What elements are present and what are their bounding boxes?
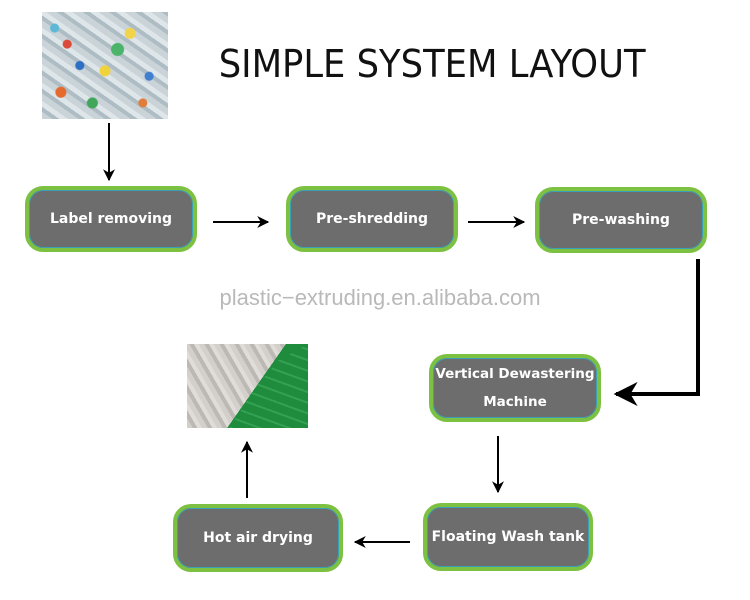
- step-pre-shredding: Pre-shredding: [286, 186, 458, 252]
- step-label: Floating Wash tank: [431, 529, 585, 545]
- step-label-line1: Vertical Dewastering: [435, 366, 595, 382]
- step-pre-washing: Pre-washing: [535, 187, 707, 253]
- step-label-line2: Machine: [483, 394, 547, 410]
- page-title: SIMPLE SYSTEM LAYOUT: [218, 42, 646, 86]
- step-label: Pre-shredding: [316, 211, 428, 227]
- step-hot-air-drying: Hot air drying: [173, 504, 343, 572]
- arrow-pre-washing-to-dewatering: [613, 259, 700, 406]
- plastic-bottles-photo: [42, 12, 168, 119]
- step-label-removing: Label removing: [25, 186, 197, 252]
- step-floating-wash-tank: Floating Wash tank: [423, 503, 593, 571]
- step-label: Pre-washing: [572, 212, 670, 228]
- step-label: Label removing: [49, 211, 173, 227]
- step-vertical-dewatering-machine: Vertical Dewastering Machine: [429, 354, 601, 422]
- watermark-text: plastic−extruding.en.alibaba.com: [219, 285, 541, 310]
- pet-flakes-photo: [187, 344, 308, 428]
- step-label: Hot air drying: [203, 530, 313, 546]
